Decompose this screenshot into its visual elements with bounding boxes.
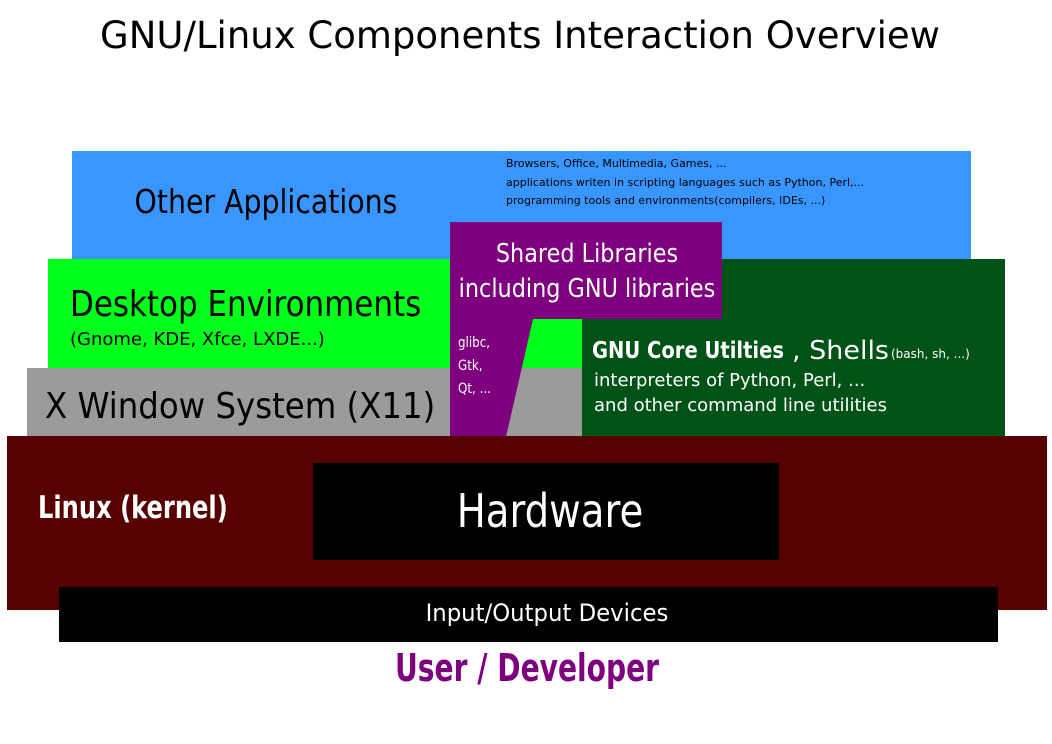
shared-libraries-example-qt: Qt, ...	[458, 381, 491, 397]
shared-libraries-example-glibc: glibc,	[458, 335, 490, 351]
kernel-label: Linux (kernel)	[38, 489, 228, 526]
diagram-title: GNU/Linux Components Interaction Overvie…	[100, 14, 940, 57]
io-devices-label: Input/Output Devices	[426, 598, 669, 627]
other-applications-detail-2: applications writen in scripting languag…	[506, 176, 864, 189]
desktop-environments-label: Desktop Environments	[70, 283, 421, 325]
shared-libraries-example-gtk: Gtk,	[458, 358, 483, 374]
other-applications-detail-1: Browsers, Office, Multimedia, Games, ...	[506, 157, 727, 170]
shared-libraries-label-line1: Shared Libraries	[496, 237, 678, 268]
gnu-core-interpreters: interpreters of Python, Perl, ...	[594, 370, 865, 391]
desktop-environments-examples: (Gnome, KDE, Xfce, LXDE...)	[70, 329, 325, 350]
gnu-core-other-utilities: and other command line utilities	[594, 395, 887, 416]
other-applications-detail-3: programming tools and environments(compi…	[506, 194, 825, 207]
other-applications-label: Other Applications	[135, 183, 398, 222]
x-window-label: X Window System (X11)	[45, 385, 435, 427]
shells-examples: (bash, sh, ...)	[891, 347, 970, 361]
gnu-core-utilities-title: GNU Core Utilties	[592, 338, 784, 364]
hardware-label: Hardware	[457, 486, 644, 539]
shells-label: , Shells	[792, 336, 889, 366]
shared-libraries-label-line2: including GNU libraries	[459, 272, 716, 303]
user-developer-label: User / Developer	[395, 646, 659, 690]
gnu-core-utilities-label: GNU Core Utilties	[592, 338, 784, 364]
io-devices-block	[59, 587, 998, 642]
hardware-block	[313, 463, 779, 560]
shared-libraries-block	[450, 222, 722, 437]
